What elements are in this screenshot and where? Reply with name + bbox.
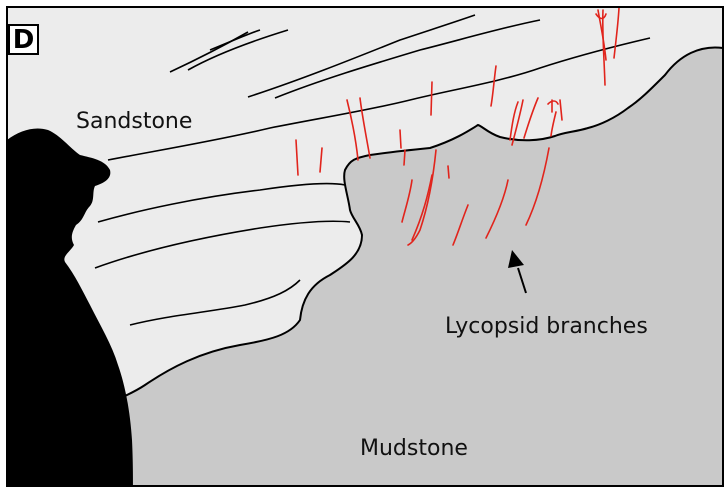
mudstone-label: Mudstone — [360, 438, 468, 460]
branch-mark — [400, 130, 401, 148]
lycopsid-branches-label: Lycopsid branches — [445, 316, 648, 338]
branch-mark — [431, 82, 432, 115]
branch-mark — [448, 166, 449, 178]
sandstone-label: Sandstone — [76, 111, 192, 133]
panel-label: D — [8, 24, 39, 55]
branch-mark — [404, 150, 405, 165]
